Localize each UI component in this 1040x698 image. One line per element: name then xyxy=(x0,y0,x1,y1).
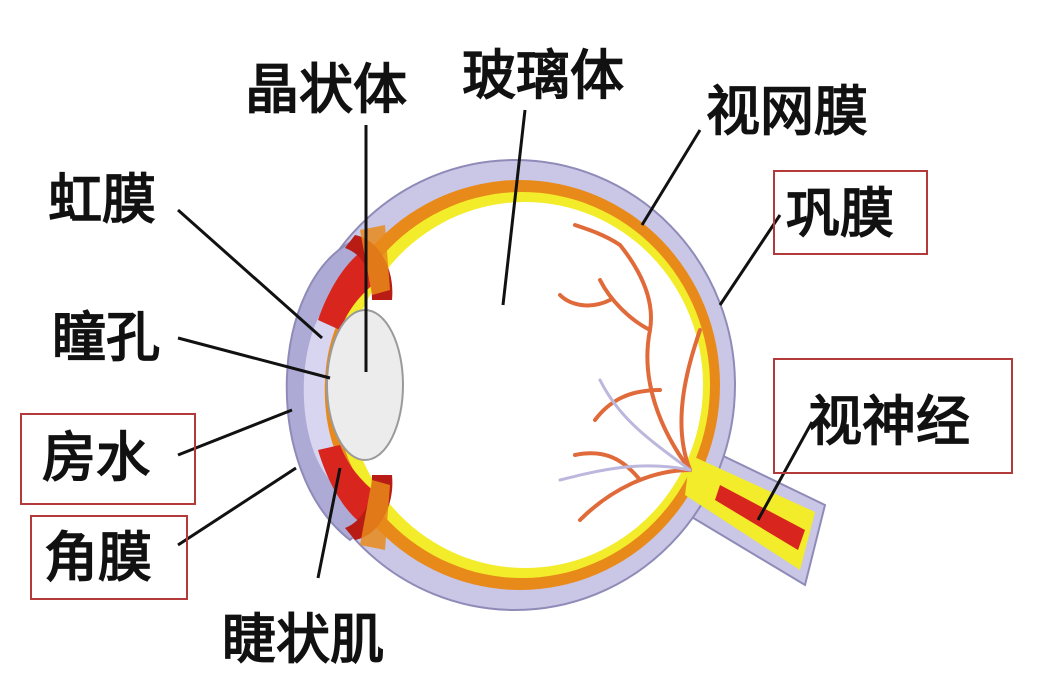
leader-sclera xyxy=(718,214,782,306)
aqueous-humor xyxy=(303,300,345,480)
vitreous-body xyxy=(347,202,703,568)
label-aqueous: 房水 xyxy=(42,425,150,489)
retinal-veins xyxy=(558,378,692,482)
label-ciliary: 睫状肌 xyxy=(222,607,384,671)
leader-aqueous xyxy=(177,408,293,457)
sclera-label-box xyxy=(773,170,928,255)
cornea-label-box xyxy=(30,515,188,600)
leader-lines xyxy=(177,109,814,579)
label-pupil: 瞳孔 xyxy=(52,305,160,369)
leader-pupil xyxy=(177,336,331,380)
leader-iris xyxy=(177,208,323,340)
leader-cornea xyxy=(177,466,297,547)
label-iris: 虹膜 xyxy=(48,167,156,231)
label-optic-nerve: 视神经 xyxy=(808,389,970,453)
label-sclera: 巩膜 xyxy=(786,181,894,245)
leader-optic-nerve xyxy=(756,421,814,521)
label-lens: 晶状体 xyxy=(245,57,407,121)
optic-nerve-label-box xyxy=(773,358,1013,474)
label-retina: 视网膜 xyxy=(706,79,868,143)
aqueous-label-box xyxy=(20,413,196,505)
leader-vitreous xyxy=(501,109,527,306)
choroid-front-lower xyxy=(360,480,390,550)
label-cornea: 角膜 xyxy=(44,525,152,589)
retinal-vessels xyxy=(558,223,702,522)
label-vitreous: 玻璃体 xyxy=(462,43,624,107)
leader-retina xyxy=(640,129,702,226)
leader-ciliary xyxy=(316,467,342,579)
